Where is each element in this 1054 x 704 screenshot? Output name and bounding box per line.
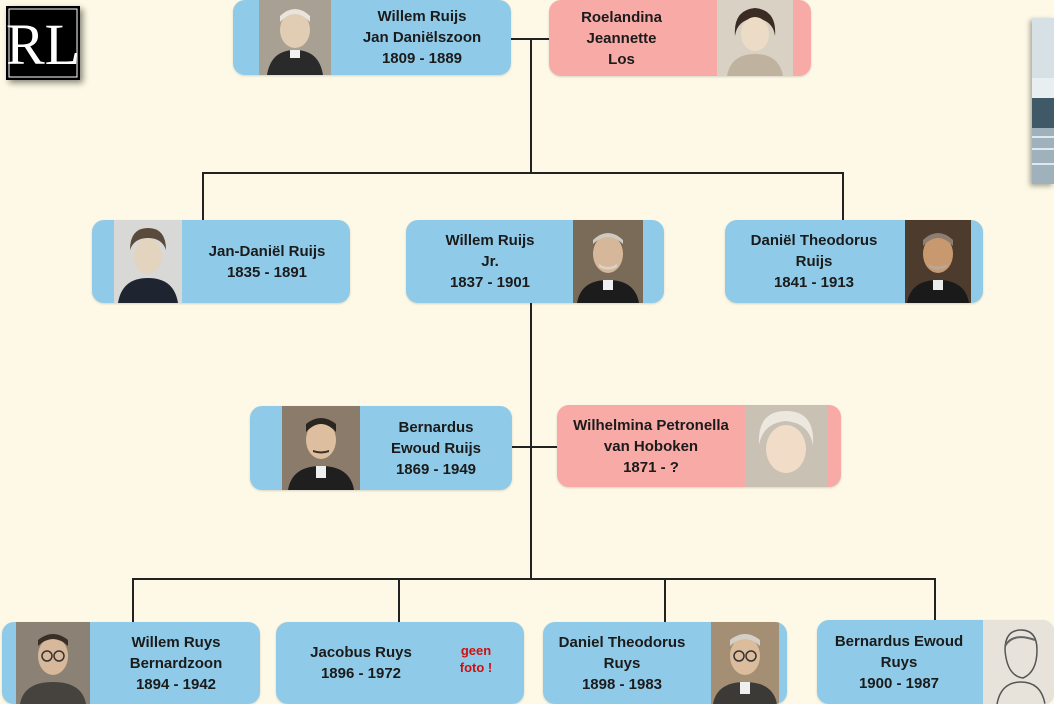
rl-monogram-graphic: RL [6, 8, 80, 78]
no-photo-note: geen foto ! [448, 642, 504, 676]
person-card-willem-ruijs-sr[interactable]: Willem Ruijs Jan Daniëlszoon 1809 - 1889 [233, 0, 511, 75]
life-years: 1809 - 1889 [381, 50, 463, 67]
person-card-willem-ruys-bernardzoon[interactable]: Willem Ruys Bernardzoon 1894 - 1942 [2, 622, 260, 704]
portrait-photo [573, 220, 643, 303]
connector-gen4-drop-4 [934, 578, 936, 622]
life-years: 1871 - ? [623, 458, 679, 476]
name-line-1: Bernardus [398, 418, 474, 436]
name-line-2: Bernardzoon [129, 654, 223, 672]
person-card-jacobus-ruys[interactable]: Jacobus Ruys 1896 - 1972 geen foto ! [276, 622, 524, 704]
person-card-daniel-theodorus-ruys[interactable]: Daniel Theodorus Ruys 1898 - 1983 [543, 622, 787, 704]
portrait-photo [717, 0, 793, 76]
name-line-1: Roelandina [581, 8, 662, 26]
name-line-1: Willem Ruijs [377, 8, 467, 25]
portrait-photo [114, 220, 182, 303]
life-years: 1896 - 1972 [320, 665, 402, 682]
name-line-2: Jeannette [586, 29, 657, 47]
connector-gen4-horizontal [132, 578, 936, 580]
portrait-photo [905, 220, 971, 303]
name-line-1: Willem Ruys [131, 633, 221, 651]
connector-gen2-horizontal [202, 172, 844, 174]
name-line-1: Willem Ruijs [445, 232, 535, 249]
svg-text:RL: RL [6, 12, 80, 77]
name-line-1: Bernardus Ewoud [834, 632, 964, 650]
name-line-2: Ruys [603, 654, 641, 672]
connector-couple-gen3 [512, 446, 558, 448]
name-line-2: Ewoud Ruijs [391, 439, 481, 457]
portrait-photo [745, 405, 827, 487]
no-photo-note-line-2: foto ! [459, 660, 493, 675]
life-years: 1894 - 1942 [135, 675, 217, 693]
connector-gen2-right-drop [842, 172, 844, 220]
life-years: 1835 - 1891 [226, 263, 308, 281]
connector-gen2-down [530, 302, 532, 580]
connector-gen1-down [530, 38, 532, 174]
portrait-sketch [983, 620, 1054, 704]
person-card-daniel-theodorus-ruijs[interactable]: Daniël Theodorus Ruijs 1841 - 1913 [725, 220, 983, 303]
portrait-photo [16, 622, 90, 704]
person-card-wilhelmina-van-hoboken[interactable]: Wilhelmina Petronella van Hoboken 1871 -… [557, 405, 841, 487]
name-line-1: Daniël Theodorus [750, 232, 878, 249]
name-line-2: Ruys [880, 653, 918, 671]
portrait-photo [282, 406, 360, 490]
name-line-1: Jan-Daniël Ruijs [208, 242, 326, 260]
name-line-3: Los [608, 50, 635, 68]
person-card-willem-ruijs-jr[interactable]: Willem Ruijs Jr. 1837 - 1901 [406, 220, 664, 303]
life-years: 1900 - 1987 [858, 674, 940, 692]
connector-gen4-drop-1 [132, 578, 134, 622]
name-line-2: van Hoboken [603, 437, 699, 455]
portrait-photo [259, 0, 331, 75]
name-line-1: Daniel Theodorus [558, 633, 686, 651]
person-card-jan-daniel-ruijs[interactable]: Jan-Daniël Ruijs 1835 - 1891 [92, 220, 350, 303]
name-line-1: Jacobus Ruys [310, 644, 412, 661]
name-line-2: Jr. [481, 253, 499, 270]
portrait-photo [711, 622, 779, 704]
person-card-bernardus-ewoud-ruijs[interactable]: Bernardus Ewoud Ruijs 1869 - 1949 [250, 406, 512, 490]
life-years: 1837 - 1901 [449, 274, 531, 291]
person-card-roelandina-los[interactable]: Roelandina Jeannette Los [549, 0, 811, 76]
no-photo-note-line-1: geen [460, 643, 492, 658]
life-years: 1898 - 1983 [581, 675, 663, 693]
life-years: 1841 - 1913 [773, 274, 855, 291]
name-line-2: Ruijs [795, 253, 833, 270]
connector-gen2-left-drop [202, 172, 204, 220]
person-card-bernardus-ewoud-ruys[interactable]: Bernardus Ewoud Ruys 1900 - 1987 [817, 620, 1054, 704]
side-photo-crop [1032, 18, 1054, 184]
name-line-1: Wilhelmina Petronella [573, 416, 729, 434]
connector-gen4-drop-2 [398, 578, 400, 622]
life-years: 1869 - 1949 [395, 460, 477, 478]
connector-gen4-drop-3 [664, 578, 666, 622]
name-line-2: Jan Daniëlszoon [362, 29, 482, 46]
rl-monogram-logo: RL [6, 6, 80, 80]
